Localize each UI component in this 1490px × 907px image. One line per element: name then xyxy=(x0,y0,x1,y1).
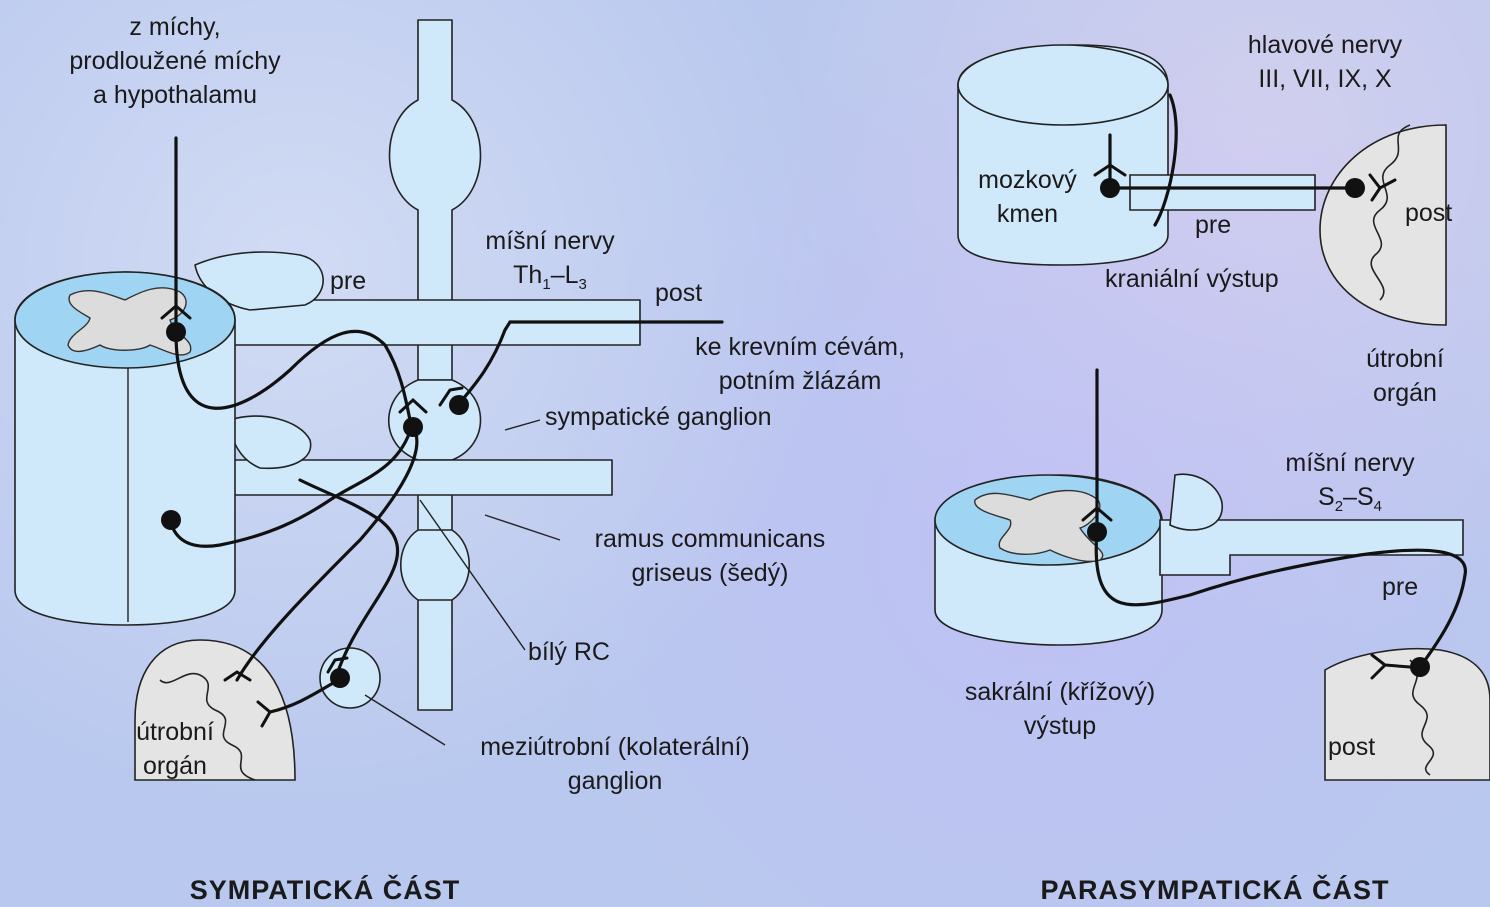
parasympathetic-pre-label-top: pre xyxy=(1195,208,1231,242)
parasympathetic-pre-label-bottom: pre xyxy=(1382,570,1418,604)
white-rc-label: bílý RC xyxy=(528,635,610,669)
sympathetic-ganglion-label: sympatické ganglion xyxy=(545,400,772,434)
sympathetic-title: SYMPATICKÁ ČÁST xyxy=(160,873,490,907)
collateral-ganglion-label: meziútrobní (kolaterální) ganglion xyxy=(440,730,790,798)
spinal-nerves-range: Th1–L3 xyxy=(513,261,587,289)
parasympathetic-post-label-bottom: post xyxy=(1328,730,1375,764)
parasympathetic-post-label-top: post xyxy=(1405,196,1452,230)
vessels-label: ke krevním cévám, potním žlázám xyxy=(650,330,950,398)
sympathetic-pre-label: pre xyxy=(330,264,366,298)
parasympathetic-title: PARASYMPATICKÁ ČÁST xyxy=(1020,873,1410,907)
cranial-output-label: kraniální výstup xyxy=(1105,262,1279,296)
sympathetic-source-label: z míchy, prodloužené míchy a hypothalamu xyxy=(30,10,320,112)
sacral-output-label: sakrální (křížový) výstup xyxy=(930,675,1190,743)
ramus-communicans-label: ramus communicans griseus (šedý) xyxy=(555,522,865,590)
sacral-spinal-nerves-label: míšní nervy S2–S4 xyxy=(1265,446,1435,524)
spinal-nerves-text: míšní nervy xyxy=(485,227,614,255)
cranial-nerve xyxy=(1130,175,1315,210)
brainstem-label: mozkový kmen xyxy=(960,163,1095,231)
sympathetic-post-label: post xyxy=(655,276,702,310)
sacral-spinal-nerves-text: míšní nervy xyxy=(1285,449,1414,477)
cranial-nerves-label: hlavové nervy III, VII, IX, X xyxy=(1205,28,1445,96)
sympathetic-organ-label: útrobní orgán xyxy=(110,715,240,783)
parasympathetic-organ-label: útrobní orgán xyxy=(1340,342,1470,410)
sympathetic-spinal-nerves-label: míšní nervy Th1–L3 xyxy=(470,224,630,302)
lower-ganglion xyxy=(401,530,470,600)
sacral-spinal-nerves-range: S2–S4 xyxy=(1318,483,1382,511)
